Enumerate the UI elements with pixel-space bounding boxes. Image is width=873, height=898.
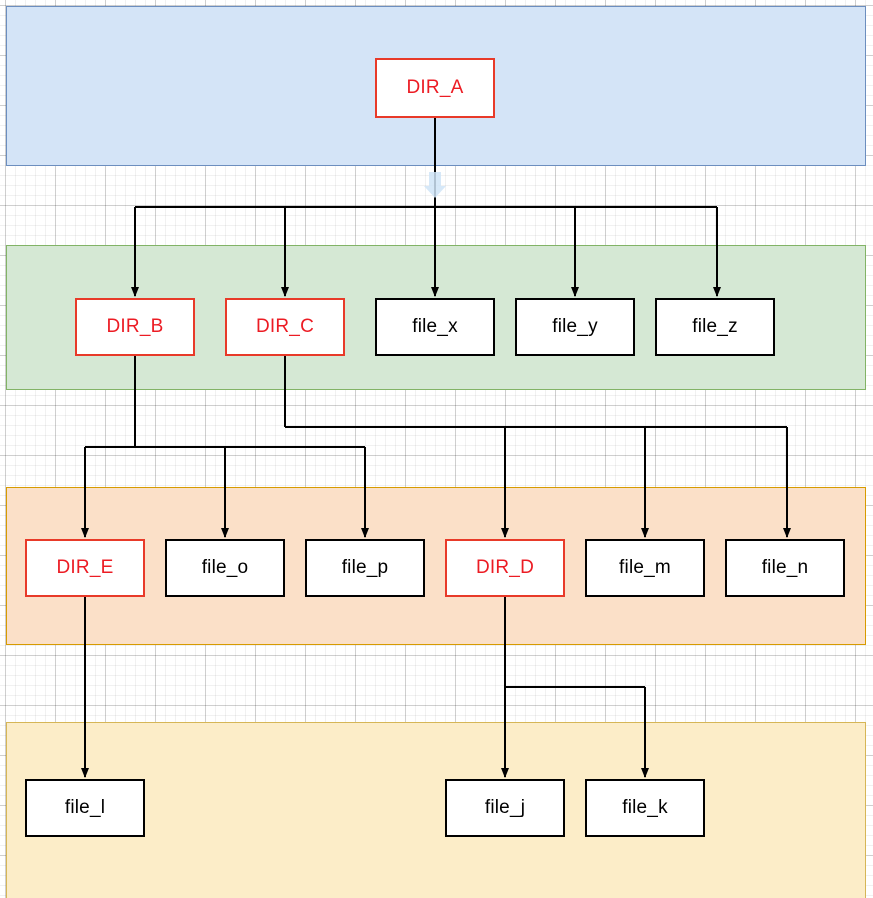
node-label: file_x bbox=[412, 316, 458, 337]
node-dir-b[interactable]: DIR_B bbox=[75, 298, 195, 356]
node-file-j[interactable]: file_j bbox=[445, 779, 565, 837]
node-file-n[interactable]: file_n bbox=[725, 539, 845, 597]
node-file-y[interactable]: file_y bbox=[515, 298, 635, 356]
node-label: file_y bbox=[552, 316, 598, 337]
level-3-band bbox=[6, 487, 866, 645]
node-label: file_o bbox=[201, 557, 249, 578]
node-label: DIR_A bbox=[406, 77, 464, 98]
node-file-o[interactable]: file_o bbox=[165, 539, 285, 597]
node-label: file_l bbox=[64, 797, 106, 818]
node-file-k[interactable]: file_k bbox=[585, 779, 705, 837]
node-file-x[interactable]: file_x bbox=[375, 298, 495, 356]
ghost-arrow-icon bbox=[424, 172, 446, 198]
node-label: DIR_D bbox=[475, 557, 534, 578]
node-file-l[interactable]: file_l bbox=[25, 779, 145, 837]
node-file-m[interactable]: file_m bbox=[585, 539, 705, 597]
node-file-p[interactable]: file_p bbox=[305, 539, 425, 597]
node-label: file_j bbox=[484, 797, 526, 818]
node-dir-d[interactable]: DIR_D bbox=[445, 539, 565, 597]
node-label: file_p bbox=[341, 557, 389, 578]
node-label: DIR_C bbox=[255, 316, 314, 337]
node-label: DIR_E bbox=[56, 557, 114, 578]
node-dir-c[interactable]: DIR_C bbox=[225, 298, 345, 356]
node-label: file_k bbox=[622, 797, 668, 818]
node-dir-a[interactable]: DIR_A bbox=[375, 58, 495, 118]
node-label: file_z bbox=[692, 316, 738, 337]
node-dir-e[interactable]: DIR_E bbox=[25, 539, 145, 597]
level-4-band bbox=[6, 722, 866, 898]
node-label: file_n bbox=[761, 557, 809, 578]
node-file-z[interactable]: file_z bbox=[655, 298, 775, 356]
node-label: DIR_B bbox=[106, 316, 164, 337]
node-label: file_m bbox=[619, 557, 671, 578]
